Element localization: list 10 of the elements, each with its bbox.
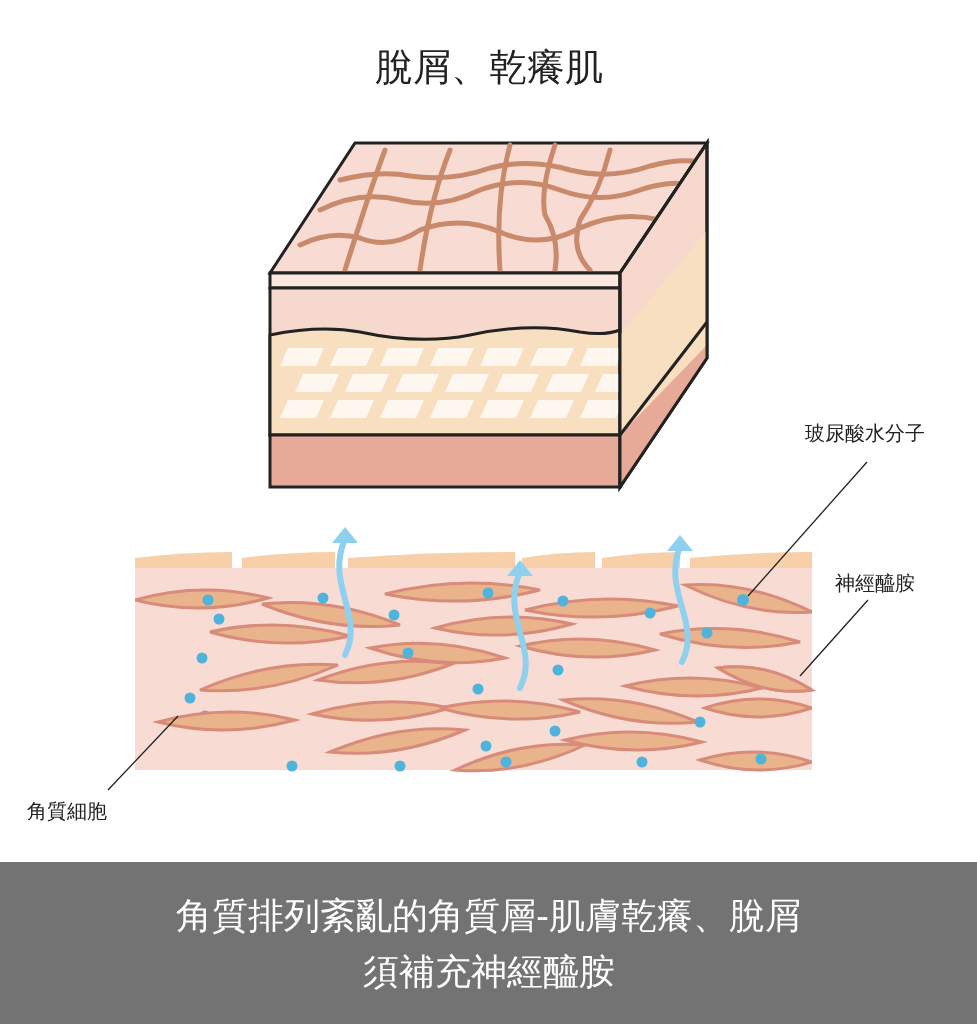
title: 脫屑、乾癢肌 xyxy=(373,44,604,91)
leader-line xyxy=(799,599,869,677)
part-label: 角質細胞 xyxy=(27,798,107,825)
leader-line xyxy=(747,461,868,597)
leader-line xyxy=(107,715,179,791)
part-label: 玻尿酸水分子 xyxy=(805,420,925,447)
caption: 角質排列紊亂的角質層-肌膚乾癢、脫屑須補充神經醯胺 xyxy=(0,862,977,1024)
part-label: 神經醯胺 xyxy=(835,570,915,597)
ceramide-shape xyxy=(716,665,814,693)
water-molecule-dot xyxy=(737,594,749,606)
